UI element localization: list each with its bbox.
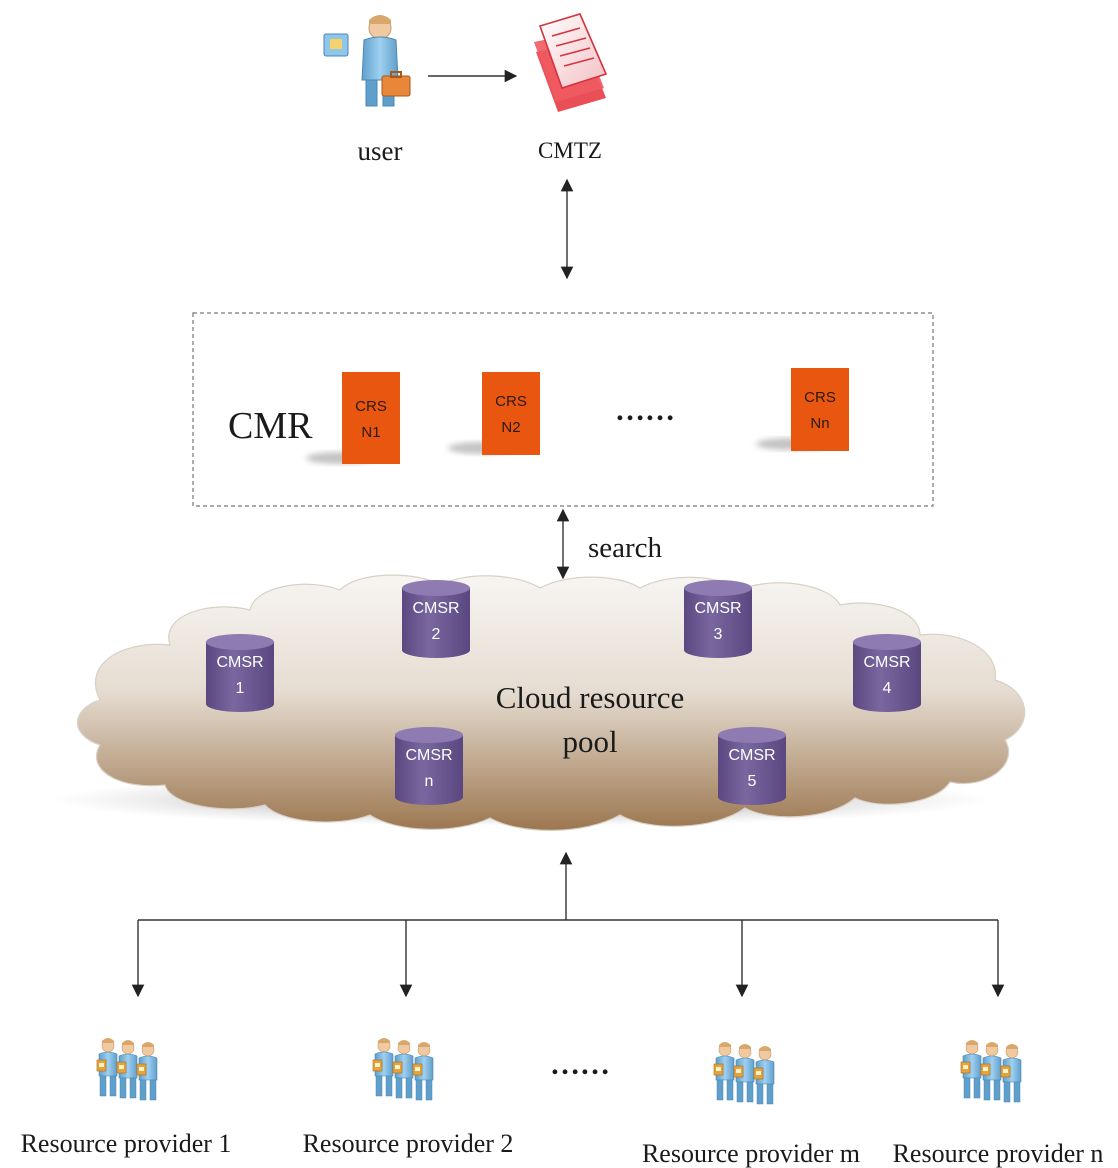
- cmsr-1-line1: CMSR: [216, 654, 263, 671]
- cmr-label: CMR: [228, 405, 313, 447]
- cmsr-cylinder-4: CMSR 4: [853, 634, 921, 712]
- cmsr-cylinder-2: CMSR 2: [402, 580, 470, 658]
- cmsr-n-line1: CMSR: [405, 747, 452, 764]
- cmsr-5-line2: 5: [748, 773, 757, 790]
- cmsr-cylinder-1: CMSR 1: [206, 634, 274, 712]
- crs-node-n-line2: Nn: [810, 415, 829, 432]
- providers-ellipsis: ……: [550, 1048, 610, 1081]
- user-label: user: [358, 136, 403, 166]
- cmr-box: [192, 312, 934, 507]
- cmsr-cylinder-5: CMSR 5: [718, 727, 786, 805]
- cmr-ellipsis: ……: [615, 394, 675, 427]
- cmsr-4-line2: 4: [883, 680, 892, 697]
- provider-m-label: Resource provider m: [642, 1139, 860, 1168]
- cloud-label-line1: Cloud resource: [496, 680, 685, 715]
- crs-node-1-line2: N1: [361, 424, 380, 441]
- cmsr-3-line1: CMSR: [694, 600, 741, 617]
- crs-node-2-line2: N2: [501, 419, 520, 436]
- provider-n-label: Resource provider n: [893, 1139, 1104, 1168]
- cmsr-2-line2: 2: [432, 626, 441, 643]
- cmsr-2-line1: CMSR: [412, 600, 459, 617]
- people-group-icon: [714, 1042, 774, 1104]
- crs-node-2: CRS N2: [448, 372, 540, 455]
- people-group-icon: [97, 1038, 157, 1100]
- cloud-label-line2: pool: [562, 724, 617, 759]
- crs-node-n: CRS Nn: [756, 368, 849, 451]
- cmsr-3-line2: 3: [714, 626, 723, 643]
- crs-node-1: CRS N1: [306, 372, 400, 464]
- people-group-icon: [373, 1038, 433, 1100]
- cmsr-5-line1: CMSR: [728, 747, 775, 764]
- crs-node-n-line1: CRS: [804, 389, 836, 406]
- cmsr-4-line1: CMSR: [863, 654, 910, 671]
- search-label: search: [588, 532, 663, 564]
- provider-2-label: Resource provider 2: [303, 1129, 514, 1158]
- crs-node-2-line1: CRS: [495, 393, 527, 410]
- cmsr-cylinder-3: CMSR 3: [684, 580, 752, 658]
- people-group-icon: [961, 1040, 1021, 1102]
- cmsr-cylinder-n: CMSR n: [395, 727, 463, 805]
- cmtz-label: CMTZ: [538, 138, 602, 163]
- document-stack-icon: [534, 13, 608, 112]
- cmsr-1-line2: 1: [236, 680, 245, 697]
- crs-node-1-line1: CRS: [355, 398, 387, 415]
- cmsr-n-line2: n: [425, 773, 434, 790]
- user-icon: [323, 15, 411, 107]
- provider-1-label: Resource provider 1: [21, 1129, 232, 1158]
